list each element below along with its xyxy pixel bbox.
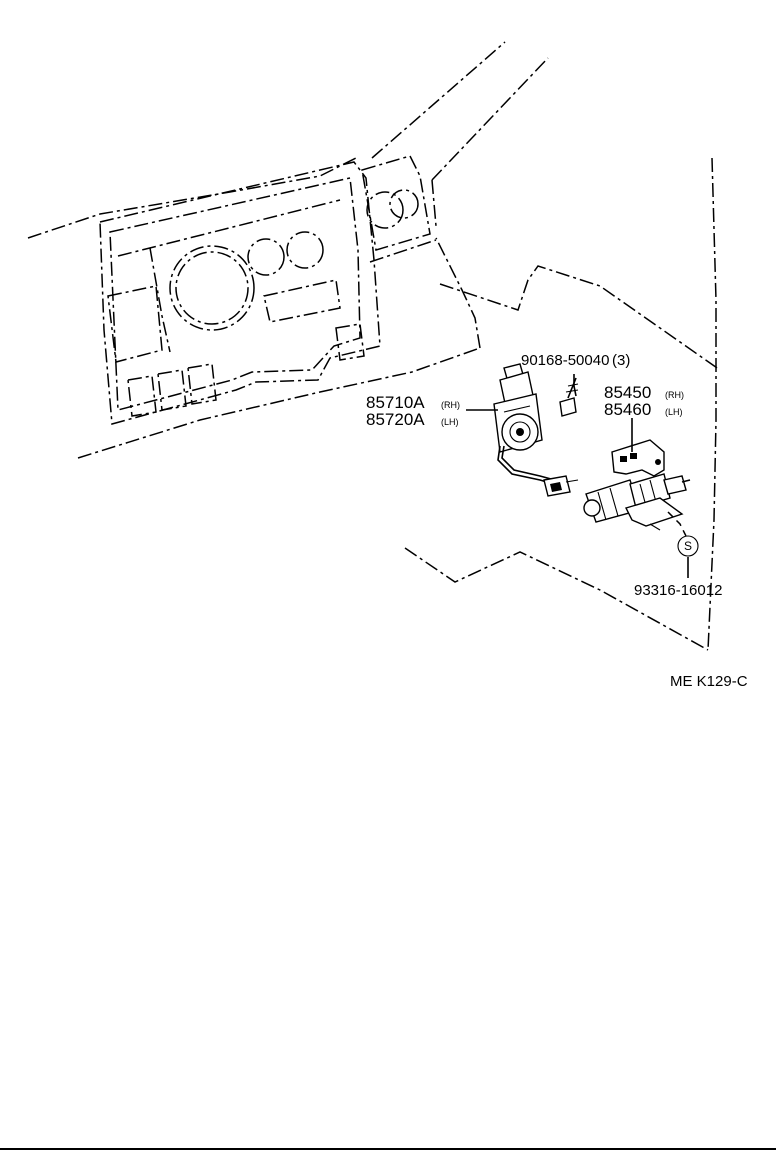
part-side-switch-rh: (RH) <box>665 390 684 400</box>
part-number-screw: 90168-50040 <box>521 352 609 369</box>
part-number-switch-lh: 85460 <box>604 400 651 419</box>
part-side-switch-lh: (LH) <box>665 407 683 417</box>
instrument-panel-drawing <box>27 41 549 459</box>
figure-code: ME K129-C <box>670 673 748 690</box>
leader-lines <box>466 374 689 578</box>
part-number-clip: 93316-16012 <box>634 582 722 599</box>
part-side-motor-lh: (LH) <box>441 417 459 427</box>
switch-bracket <box>583 439 691 531</box>
part-number-switch-rh: 85450 <box>604 383 651 402</box>
part-labels: 90168-50040 (3) 85710A (RH) 85720A (LH) … <box>366 352 748 690</box>
part-qty-screw: (3) <box>612 352 630 369</box>
s-symbol-circle <box>677 535 699 557</box>
part-number-motor-rh: 85710A <box>366 393 425 412</box>
mirror-motor <box>493 363 579 497</box>
part-number-motor-lh: 85720A <box>366 410 425 429</box>
s-symbol-icon: S <box>684 539 692 553</box>
part-side-motor-rh: (RH) <box>441 400 460 410</box>
screw-part <box>559 377 579 417</box>
body-panel-outline <box>404 157 721 651</box>
